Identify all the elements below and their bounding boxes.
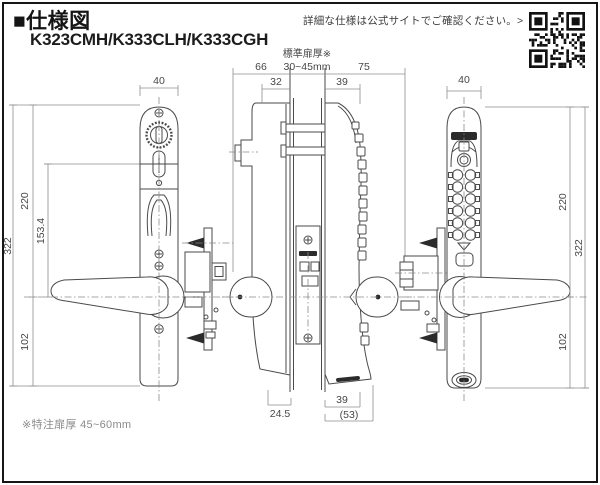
dim-door-thickness: 30~45mm (284, 61, 331, 73)
through-bolt (285, 123, 326, 133)
official-site-notice: 詳細な仕様は公式サイトでご確認ください。> (303, 15, 524, 27)
dim-interior-case-depth: 32 (270, 76, 282, 88)
qr-code (529, 12, 585, 68)
centerlines (24, 97, 589, 402)
dim-backset: 24.5 (270, 408, 291, 420)
cylinder-bolt (399, 261, 414, 288)
key-cylinder (451, 372, 477, 388)
door-thickness-note: 標準扉厚※ (283, 47, 331, 60)
exterior-lock-section (399, 227, 446, 351)
latch-arrow (419, 332, 437, 344)
dim-interior-top-to-handle: 220 (19, 192, 31, 210)
interior-lever-handle (50, 276, 169, 315)
cylinder-hood (450, 140, 478, 168)
dim-exterior-width: 40 (458, 74, 470, 86)
dim-exterior-total-height: 322 (573, 239, 585, 257)
page-title: ■仕様図 (13, 10, 91, 33)
dim-exterior-bottom-overall: (53) (340, 409, 359, 421)
dim-interior-handle-to-bottom: 102 (19, 333, 31, 351)
keylex-logo (451, 132, 477, 140)
exterior-dimension-lines (485, 106, 589, 389)
exterior-lever-handle (452, 276, 571, 315)
deadbolt-arrow (419, 237, 437, 249)
lock-case (184, 251, 211, 293)
thumbturn-knob-profile (234, 144, 242, 162)
dim-exterior-handle-to-bottom: 102 (557, 333, 569, 351)
deadbolt-arrow (186, 237, 204, 249)
dim-interior-width: 40 (153, 75, 165, 87)
dim-exterior-case-depth: 39 (336, 76, 348, 88)
side-profile-view (229, 68, 399, 392)
interior-lock-section (184, 227, 227, 351)
dim-interior-turn-to-handle: 153.4 (35, 218, 47, 244)
interior-unit-profile (240, 102, 291, 376)
dim-exterior-total-depth: 75 (358, 61, 370, 73)
through-bolt (285, 146, 326, 156)
dim-interior-total-depth: 66 (255, 61, 267, 73)
depth-dimension-lines (232, 68, 406, 422)
interior-dimension-lines (9, 85, 179, 387)
exterior-front-view (439, 86, 571, 389)
reset-button (455, 252, 474, 267)
label-sticker (336, 375, 360, 383)
dim-exterior-top-to-handle: 220 (557, 193, 569, 211)
model-numbers: K323CMH/K333CLH/K333CGH (30, 30, 269, 49)
keypad-buttons-profile (351, 121, 370, 346)
custom-door-thickness-note: ※特注扉厚 45~60mm (22, 419, 132, 431)
interior-front-view (50, 106, 185, 387)
dim-exterior-bottom-depth: 39 (336, 394, 348, 406)
latch-arrow (186, 332, 204, 344)
dim-interior-total-height: 322 (2, 237, 14, 255)
keypad-buttons (448, 169, 480, 241)
